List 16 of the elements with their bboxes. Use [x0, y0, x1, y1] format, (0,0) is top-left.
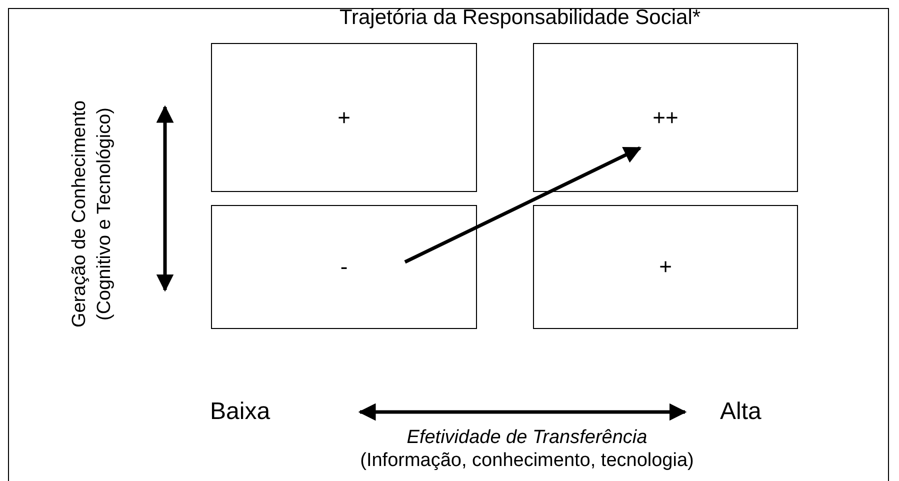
- axis-end-label: Baixa: [210, 398, 270, 426]
- quadrant-box: [533, 43, 798, 192]
- quadrant-symbol: +: [659, 254, 672, 280]
- axis-label: Geração de Conhecimento: [69, 99, 91, 330]
- diagram-title: Trajetória da Responsabilidade Social*: [338, 6, 702, 30]
- arrow: [404, 146, 642, 264]
- axis-label: (Cognitivo e Tecnológico): [94, 106, 116, 322]
- axis-end-label: Alta: [720, 398, 762, 426]
- quadrant-box: [533, 205, 798, 329]
- quadrant-box: [211, 205, 477, 329]
- axis-label: (Informação, conhecimento, tecnologia): [359, 450, 695, 472]
- quadrant-symbol: ++: [652, 104, 678, 130]
- quadrant-symbol: +: [338, 104, 350, 130]
- axis-label: Efetividade de Transferência: [406, 427, 648, 449]
- quadrant-box: [211, 43, 477, 192]
- quadrant-symbol: -: [340, 254, 348, 280]
